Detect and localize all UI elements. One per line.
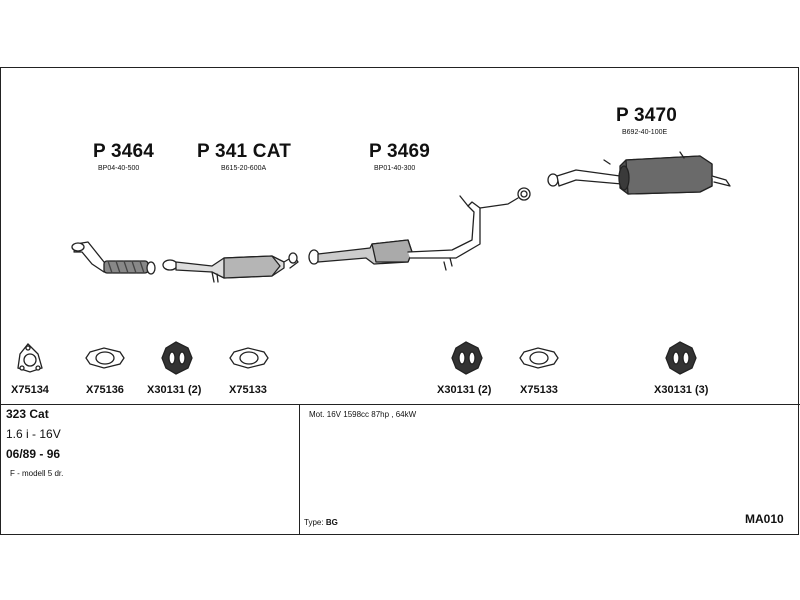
- diagram-frame: [0, 67, 799, 535]
- gasket-icon: [229, 347, 269, 369]
- accessory-label: X75134: [11, 384, 49, 396]
- part-code-p3464: BP04-40-500: [98, 165, 140, 172]
- rubber-hanger-icon: [665, 341, 697, 375]
- divider-horizontal: [0, 404, 800, 405]
- accessory-label: X75136: [86, 384, 124, 396]
- part-title-p3469: P 3469: [369, 141, 431, 162]
- accessory-label: X30131 (2): [147, 384, 202, 396]
- gasket-icon: [85, 347, 125, 369]
- catalytic-converter-drawing: [162, 252, 299, 283]
- accessory-label: X75133: [229, 384, 267, 396]
- rubber-hanger-icon: [451, 341, 483, 375]
- part-title-p3470: P 3470: [616, 105, 678, 126]
- flange-gasket-icon: [17, 343, 43, 373]
- divider-vertical: [299, 404, 300, 535]
- type-line: Type: BG: [304, 518, 338, 527]
- part-code-p341cat: B615-20-600A: [221, 165, 267, 172]
- part-title-p3464: P 3464: [93, 141, 155, 162]
- vehicle-years: 06/89 - 96: [6, 447, 61, 461]
- intermediate-pipe-drawing: [308, 187, 531, 271]
- part-code-p3470: B692-40-100E: [622, 129, 668, 136]
- vehicle-body: F - modell 5 dr.: [10, 469, 64, 478]
- vehicle-model: 323 Cat: [6, 407, 49, 421]
- sheet-code: MA010: [745, 512, 784, 526]
- accessory-label: X75133: [520, 384, 558, 396]
- rubber-hanger-icon: [161, 341, 193, 375]
- type-value: BG: [325, 518, 338, 527]
- accessory-label: X30131 (3): [654, 384, 709, 396]
- part-title-p341cat: P 341 CAT: [197, 141, 292, 162]
- rear-muffler-drawing: [547, 151, 731, 195]
- gasket-icon: [519, 347, 559, 369]
- motor-spec: Mot. 16V 1598cc 87hp , 64kW: [309, 410, 417, 419]
- front-pipe-drawing: [71, 241, 156, 275]
- vehicle-engine: 1.6 i - 16V: [6, 427, 61, 441]
- part-code-p3469: BP01-40-300: [374, 165, 416, 172]
- accessory-label: X30131 (2): [437, 384, 492, 396]
- type-label: Type:: [304, 518, 324, 527]
